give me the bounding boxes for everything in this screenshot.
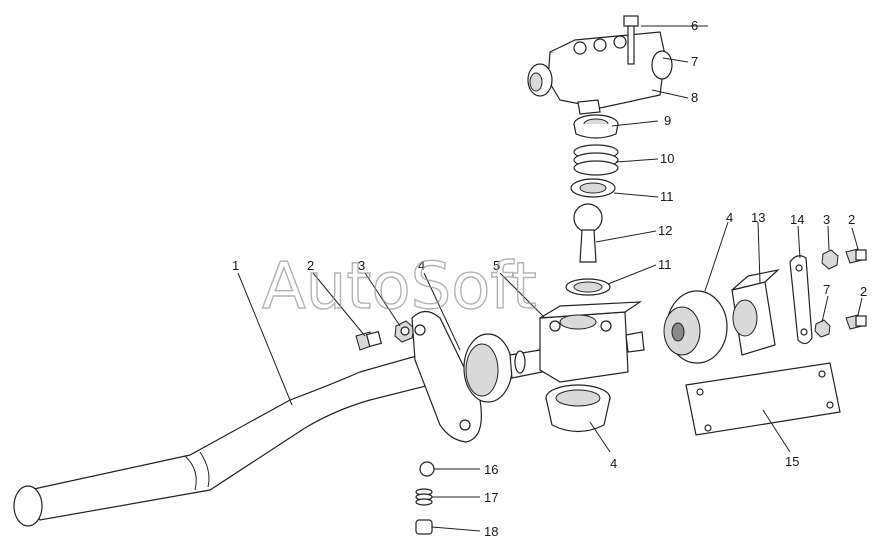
callout-17: 17 — [484, 490, 498, 505]
part-6-top-bolt — [623, 15, 639, 65]
part-4-cup-bottom — [545, 384, 611, 433]
callout-3-left: 3 — [358, 258, 365, 273]
callout-6: 6 — [691, 18, 698, 33]
part-1-tube — [13, 354, 431, 527]
part-14-link-plate — [789, 255, 813, 345]
part-10-spring — [573, 144, 619, 176]
callout-8: 8 — [691, 90, 698, 105]
leader-lines — [237, 25, 863, 532]
part-16-ball — [419, 461, 435, 477]
callout-7-right: 7 — [823, 282, 830, 297]
part-12-ball-pin — [573, 203, 603, 263]
callout-11-lower: 11 — [658, 257, 672, 272]
watermark-text: AutoSoft — [262, 250, 537, 324]
part-11-ring-lower — [565, 278, 611, 296]
part-7-nut-right — [814, 319, 831, 338]
callout-5: 5 — [493, 258, 500, 273]
callout-1: 1 — [232, 258, 239, 273]
callout-13: 13 — [751, 210, 765, 225]
callout-16: 16 — [484, 462, 498, 477]
part-3-nut-right — [821, 249, 839, 270]
callout-14: 14 — [790, 212, 804, 227]
callout-2-right-top: 2 — [848, 212, 855, 227]
part-2-bolts-right — [845, 248, 867, 330]
callout-15: 15 — [785, 454, 799, 469]
part-15-flat-plate — [685, 362, 841, 436]
part-4-flange-cup-left — [411, 310, 543, 443]
part-13-bracket-block — [731, 268, 780, 356]
part-4-cup-right — [663, 290, 728, 364]
part-17-small-spring — [415, 488, 433, 506]
callout-9: 9 — [664, 113, 671, 128]
callout-labels: 1 2 3 4 5 6 7 8 9 10 11 12 11 4 13 14 3 … — [232, 18, 867, 539]
callout-4-left: 4 — [418, 258, 425, 273]
callout-4-right: 4 — [726, 210, 733, 225]
part-9-seat — [573, 114, 619, 139]
part-3-nut-left — [394, 320, 415, 343]
callout-2-left: 2 — [307, 258, 314, 273]
part-18-plug — [415, 519, 433, 535]
callout-11-upper: 11 — [660, 189, 674, 204]
callout-3-right: 3 — [823, 212, 830, 227]
part-11-ring-upper — [570, 178, 616, 198]
callout-7-top: 7 — [691, 54, 698, 69]
callout-12: 12 — [658, 223, 672, 238]
callout-10: 10 — [660, 151, 674, 166]
part-8-valve-body — [527, 31, 673, 115]
part-2-bolt-left — [355, 330, 383, 351]
callout-4-bottom: 4 — [610, 456, 617, 471]
part-5-housing — [539, 301, 645, 383]
callout-18: 18 — [484, 524, 498, 539]
callout-2-right-bottom: 2 — [860, 284, 867, 299]
